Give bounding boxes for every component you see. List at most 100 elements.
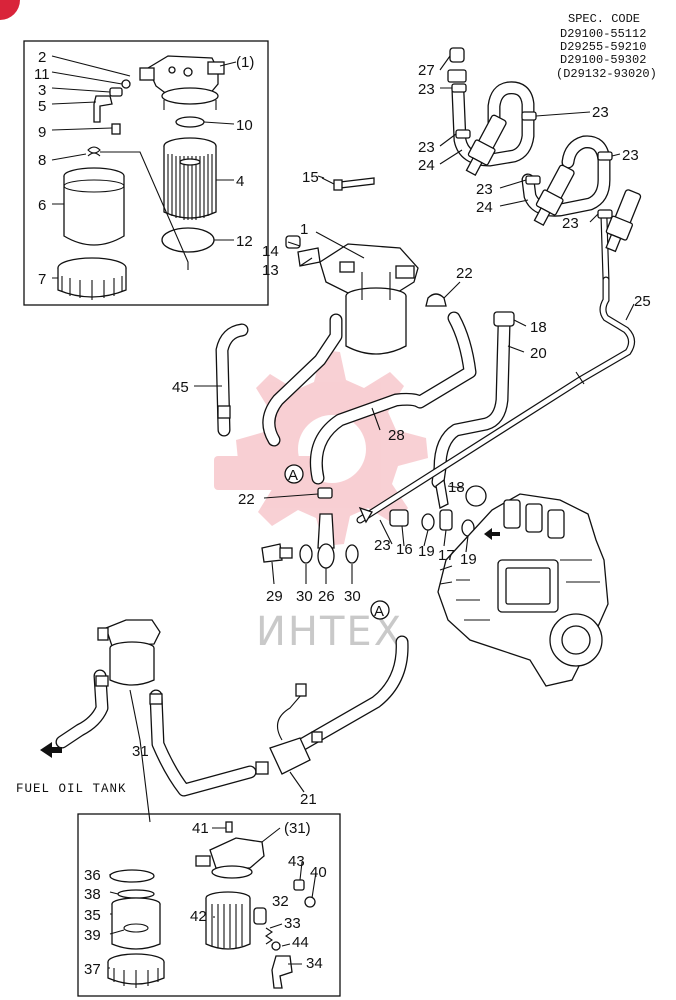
- fuel-tank-label: FUEL OIL TANK: [16, 782, 127, 796]
- label-24-b: 24: [476, 199, 493, 216]
- bolt-29-part: [261, 543, 283, 563]
- clamp-22-part: [317, 487, 333, 499]
- bolt-40-part: [304, 896, 316, 908]
- label-40: 40: [310, 864, 327, 881]
- callout-a-circle: [284, 464, 304, 484]
- nut-43-part: [293, 879, 305, 891]
- injection-pump: [437, 485, 609, 687]
- spring-33-part: [265, 927, 273, 945]
- spec-code-1: D29100-55112: [560, 27, 646, 41]
- label-7: 7: [38, 271, 46, 288]
- label-32: 32: [272, 893, 289, 910]
- label-26: 26: [318, 588, 335, 605]
- bolt-41-part: [225, 821, 233, 833]
- label-44: 44: [292, 934, 309, 951]
- clip-part: [597, 209, 613, 219]
- label-8: 8: [38, 152, 46, 169]
- label-4: 4: [236, 173, 244, 190]
- label-14: 14: [262, 243, 279, 260]
- corner-badge: [0, 0, 20, 20]
- washer-30b-part: [345, 544, 359, 564]
- filter-head-31-part: [195, 837, 265, 879]
- fitting-18b-part: [435, 478, 449, 509]
- label-30-a: 30: [296, 588, 313, 605]
- label-10: 10: [236, 117, 253, 134]
- plug-32-part: [253, 907, 267, 925]
- label-6: 6: [38, 197, 46, 214]
- label-12: 12: [236, 233, 253, 250]
- clip-part: [447, 69, 467, 83]
- label-25: 25: [634, 293, 651, 310]
- clip-part: [525, 175, 541, 185]
- label-21: 21: [300, 791, 317, 808]
- spec-code-3: D29100-59302: [560, 53, 646, 67]
- label-41: 41: [192, 820, 209, 837]
- label-23-b: 23: [592, 104, 609, 121]
- filter-exploded-box: 2 11 3 5 9 8 6 7 (1) 10 4 12: [23, 40, 269, 306]
- bolt-29-shank: [279, 547, 293, 559]
- clip-part: [597, 151, 613, 161]
- clamp-18-part: [493, 311, 515, 327]
- fitting-13-part: [297, 247, 321, 267]
- drain-plug-part: [111, 123, 121, 135]
- callout-a-circle: [370, 600, 390, 620]
- label-45: 45: [172, 379, 189, 396]
- injector-2: [533, 164, 575, 226]
- label-39: 39: [84, 927, 101, 944]
- injector-3: [605, 189, 642, 253]
- filter-bowl-part: [63, 167, 125, 246]
- label-5: 5: [38, 98, 46, 115]
- hose-fitting: [95, 675, 109, 687]
- label-18-b: 18: [448, 479, 465, 496]
- arrow-icon: [484, 528, 500, 540]
- cap-part: [449, 47, 465, 63]
- main-filter-assembly: [319, 243, 419, 355]
- label-11: 11: [34, 66, 50, 83]
- label-2: 2: [38, 49, 46, 66]
- washer-19-part: [421, 513, 435, 531]
- clip-part: [451, 83, 467, 93]
- label-1: 1: [300, 221, 308, 238]
- spring-part: [87, 146, 101, 157]
- injector-1: [465, 114, 507, 176]
- label-23-e: 23: [476, 181, 493, 198]
- bolt-head: [333, 179, 343, 191]
- label-43: 43: [288, 853, 305, 870]
- label-18-a: 18: [530, 319, 547, 336]
- label-23-d: 23: [622, 147, 639, 164]
- label-27: 27: [418, 62, 435, 79]
- label-3: 3: [38, 82, 46, 99]
- air-vent-screw-part: [93, 95, 113, 123]
- label-30-b: 30: [344, 588, 361, 605]
- filter-element-part: [163, 137, 217, 220]
- label-13: 13: [262, 262, 279, 279]
- banjo-26-part: [317, 513, 335, 549]
- label-34: 34: [306, 955, 323, 972]
- drain-34-part: [271, 955, 293, 989]
- banjo-eye: [317, 543, 335, 569]
- label-19-a: 19: [418, 543, 435, 560]
- label-31-ref: (31): [284, 820, 311, 837]
- label-31: 31: [132, 743, 149, 760]
- label-24-a: 24: [418, 157, 435, 174]
- label-17: 17: [438, 547, 455, 564]
- label-42: 42: [190, 908, 207, 925]
- label-9: 9: [38, 124, 46, 141]
- callout-a-label: A: [374, 603, 384, 620]
- clip-part: [455, 129, 471, 139]
- feed-pump-21: [255, 683, 323, 775]
- label-23-c: 23: [418, 139, 435, 156]
- main-fuel-assembly: A 15 1 14 13 22 18 20 25 45 28 22 18 23: [172, 169, 651, 687]
- label-23: 23: [374, 537, 391, 554]
- label-15: 15: [302, 169, 319, 186]
- ring-nut-part: [57, 257, 127, 300]
- clamp-22-part: [425, 293, 447, 307]
- filter-head-part: [139, 55, 225, 110]
- bolt-part: [109, 87, 123, 97]
- label-19-b: 19: [460, 551, 477, 568]
- o-ring-44-part: [271, 941, 281, 951]
- bolt-16-part: [389, 509, 409, 527]
- bolt-15-part: [339, 177, 375, 189]
- label-1-ref: (1): [236, 54, 254, 71]
- label-23-a: 23: [418, 81, 435, 98]
